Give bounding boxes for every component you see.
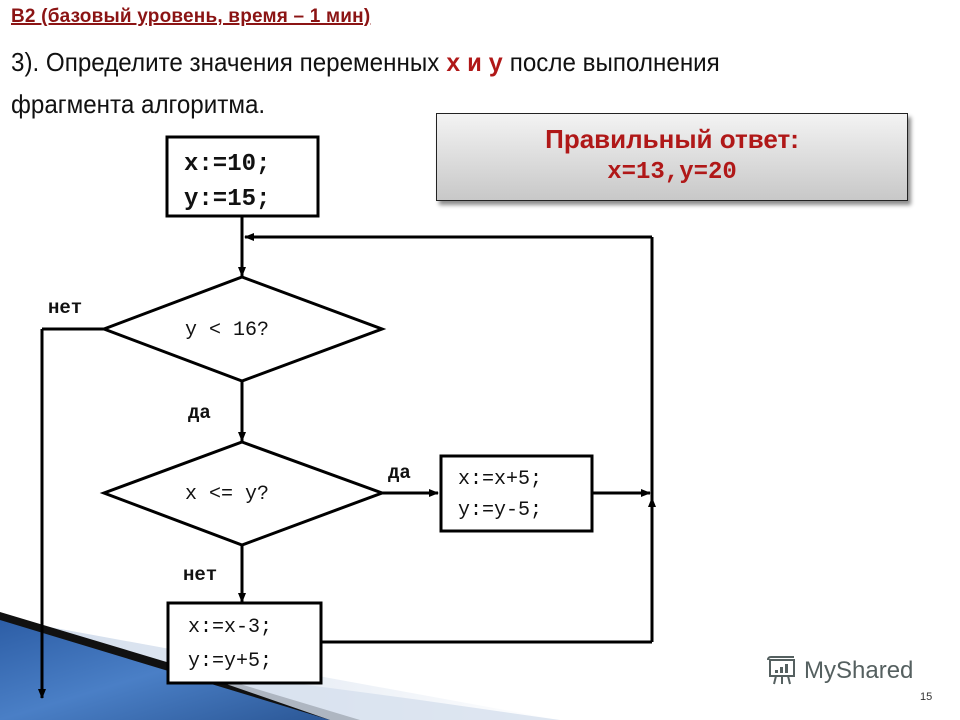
slide-title: B2 (базовый уровень, время – 1 мин): [11, 6, 371, 27]
answer-value: x=13,y=20: [607, 159, 737, 186]
question-prefix: 3). Определите значения переменных: [11, 47, 440, 77]
no-block-line-2: y:=y+5;: [188, 650, 272, 673]
question-text: 3). Определите значения переменных x и y…: [11, 42, 755, 124]
variable-x: x: [446, 49, 461, 79]
decision2-yes-label: да: [388, 462, 411, 484]
yes-block-line-1: x:=x+5;: [458, 468, 542, 491]
decision2-condition: x <= y?: [185, 483, 269, 506]
decision1-no-label: нет: [48, 297, 82, 319]
decision2-no-label: нет: [183, 564, 217, 586]
no-block-line-1: x:=x-3;: [188, 616, 272, 639]
conjunction: и: [467, 49, 482, 79]
answer-label: Правильный ответ:: [545, 124, 799, 154]
page-number: 15: [920, 691, 933, 703]
yes-block-line-2: y:=y-5;: [458, 499, 542, 522]
presentation-board-icon: [767, 656, 795, 685]
watermark-logo: MyShared: [766, 656, 913, 686]
variable-y: y: [488, 49, 504, 79]
init-line-1: x:=10;: [184, 151, 270, 178]
init-line-2: y:=15;: [184, 186, 270, 213]
decision1-condition: y < 16?: [185, 319, 269, 342]
correct-answer-box: Правильный ответ: x=13,y=20: [436, 113, 908, 201]
question-suffix: после выполнения фрагмента алгоритма.: [11, 47, 720, 119]
decision1-yes-label: да: [188, 402, 211, 424]
yes-block: [439, 454, 594, 533]
watermark-text: MyShared: [804, 657, 914, 684]
